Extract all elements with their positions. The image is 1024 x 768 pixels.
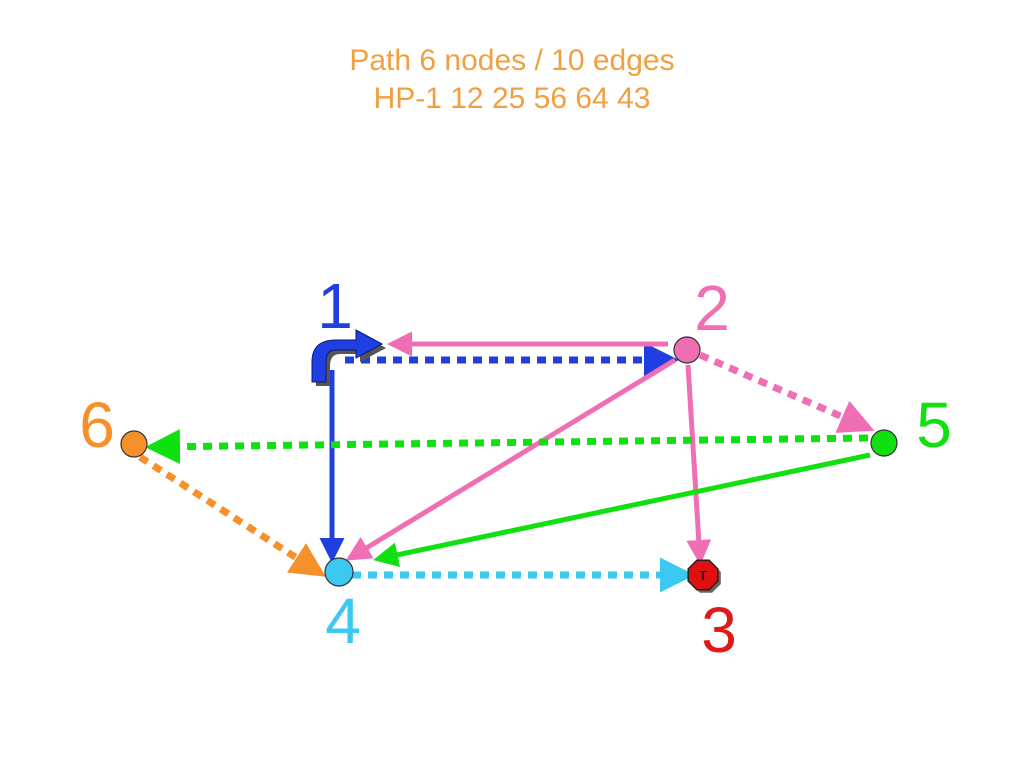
stop-sign-icon: T	[687, 559, 721, 593]
labels-layer: 1 2 3 4 5 6	[79, 270, 952, 666]
node-label-2: 2	[694, 272, 730, 344]
edge-5-to-6	[145, 429, 869, 465]
edge-2-to-4	[345, 357, 677, 561]
title-line-2: HP-1 12 25 56 64 43	[373, 82, 651, 115]
edges-layer	[138, 331, 875, 593]
edge-5-to-4	[373, 452, 871, 568]
node-label-4: 4	[325, 585, 361, 657]
node-label-6: 6	[79, 389, 115, 461]
node-label-1: 1	[317, 270, 353, 342]
node-4	[324, 557, 354, 587]
edge-6-to-4	[138, 454, 326, 577]
diagram-title: Path 6 nodes / 10 edges HP-1 12 25 56 64…	[0, 42, 1024, 118]
node-label-5: 5	[916, 389, 952, 461]
start-arrow-icon	[311, 329, 386, 386]
nodes-layer	[120, 336, 898, 587]
edge-2-to-5	[698, 351, 875, 433]
title-line-1: Path 6 nodes / 10 edges	[349, 44, 675, 77]
edge-2-to-3	[685, 364, 712, 565]
node-5	[870, 429, 898, 457]
node-label-3: 3	[701, 594, 737, 666]
node-2	[673, 336, 701, 364]
stop-sign-text: T	[699, 568, 707, 583]
markers-layer: T	[311, 329, 721, 593]
node-6	[120, 430, 148, 458]
